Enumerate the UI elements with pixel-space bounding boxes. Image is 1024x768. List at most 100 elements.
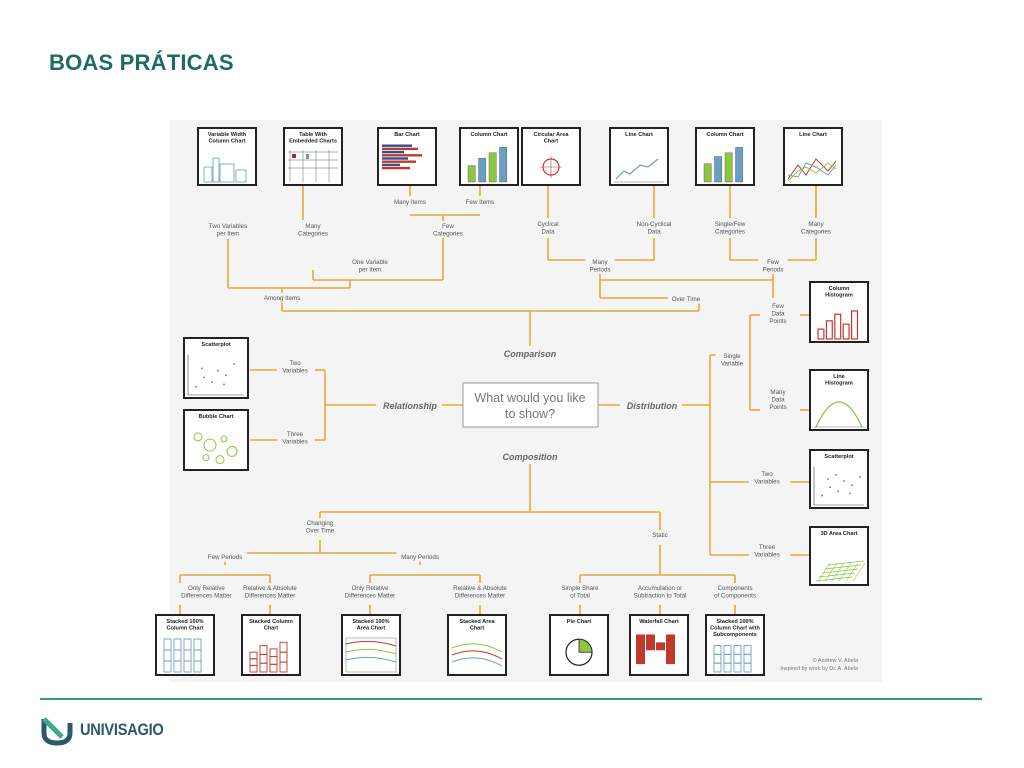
thumb-point	[829, 486, 831, 489]
thumb-line	[818, 572, 856, 578]
label-relative-absolute-b-line: Differences Matter	[455, 593, 505, 600]
thumb-segment	[163, 660, 172, 673]
footer-divider	[40, 698, 982, 700]
thumb-point	[211, 381, 213, 383]
thumb-curve	[345, 640, 397, 647]
chart-bubble-chart-title: Bubble Chart	[198, 414, 233, 420]
label-rel-three-variables-line: Variables	[282, 439, 307, 446]
thumb-bar	[488, 152, 497, 183]
chart-bar-chart-many-items: Bar Chart	[377, 127, 437, 186]
slide-title: BOAS PRÁTICAS	[49, 50, 234, 75]
label-many-periods-line: Periods	[590, 267, 611, 274]
label-one-variable-per-item-line: One Variable	[352, 259, 388, 266]
thumb-segment	[733, 662, 742, 673]
chart-stacked-100-subcomponents-title: Subcomponents	[713, 632, 757, 638]
chart-table-embedded-charts-title: Embedded Charts	[289, 139, 337, 145]
thumb-segment	[713, 662, 722, 673]
chart-bubble-chart: Bubble Chart	[183, 409, 249, 471]
label-only-relative-b-line: Only Relative	[352, 585, 389, 592]
chart-column-histogram-title: Histogram	[825, 293, 853, 299]
chart-variable-width-column-title: Variable Width	[208, 132, 247, 138]
thumb-segment	[259, 662, 268, 673]
thumb-point	[837, 490, 839, 493]
thumb-curve	[451, 650, 503, 660]
thumb-segment	[183, 660, 192, 673]
label-relative-absolute-b-line: Relative & Absolute	[453, 585, 507, 592]
thumb-mark	[306, 154, 309, 159]
thumb-segment	[743, 662, 752, 673]
thumb-line	[845, 562, 859, 582]
label-few-data-points-line: Few	[772, 303, 784, 310]
label-changing-over-time-line: Changing	[307, 520, 334, 527]
thumb-line	[787, 162, 837, 178]
univisagio-logo: UNIVISAGIO	[40, 712, 177, 748]
thumb-bar	[735, 147, 744, 183]
chart-scatterplot-relationship-title: Scatterplot	[201, 342, 230, 348]
chart-column-chart-single-few: Column Chart	[695, 127, 755, 186]
chart-column-chart-few-items-title: Column Chart	[471, 132, 508, 138]
thumb-bubble	[226, 445, 238, 457]
label-among-items-line: Among Items	[264, 295, 300, 302]
univisagio-logo-icon	[41, 717, 73, 746]
chart-stacked-area-title: Chart	[470, 626, 485, 632]
thumb-bubble	[203, 438, 217, 452]
thumb-bar	[499, 147, 508, 183]
chart-stacked-100-subcomponents: Stacked 100%Column Chart withSubcomponen…	[705, 614, 765, 676]
chart-bar-chart-many-items-title: Bar Chart	[394, 132, 420, 138]
chart-line-chart-non-cyclical-title: Line Chart	[625, 132, 653, 138]
label-changing-over-time-line: Over Time	[306, 528, 335, 535]
label-only-relative-a-line: Differences Matter	[181, 593, 231, 600]
label-dist-three-variables-line: Three	[759, 544, 776, 551]
thumb-line	[615, 158, 659, 180]
thumb-point	[201, 367, 203, 370]
chart-waterfall: Waterfall Chart	[629, 614, 689, 676]
center-question-box	[462, 382, 599, 428]
thumb-curve	[345, 648, 397, 655]
thumb-segment	[193, 660, 202, 673]
label-single-few-categories-line: Single/Few	[715, 221, 746, 228]
thumb-bar	[834, 313, 842, 340]
label-cyclical-data-line: Data	[541, 229, 555, 236]
thumb-bar	[467, 165, 476, 183]
thumb-curve	[815, 401, 863, 428]
label-single-few-categories-line: Categories	[715, 229, 745, 236]
label-comp-many-periods: Many Periods	[396, 552, 444, 562]
label-only-relative-a-line: Only Relative	[188, 585, 225, 592]
thumb-point	[225, 374, 227, 377]
thumb-point	[859, 476, 861, 478]
chart-circular-area-title: Circular Area	[534, 132, 570, 138]
label-many-items: Many Items	[390, 197, 430, 207]
label-many-data-points-line: Many	[770, 389, 786, 396]
thumb-bar	[724, 152, 733, 183]
label-rel-two-variables-line: Two	[289, 360, 301, 367]
thumb-line	[827, 560, 865, 566]
label-few-categories-a-line: Few	[442, 223, 454, 230]
thumb-point	[827, 478, 829, 480]
thumb-pie-slice	[578, 638, 593, 653]
chart-line-chart-many-categories: Line Chart	[783, 127, 843, 186]
label-dist-two-variables-line: Two	[761, 471, 773, 478]
label-many-categories-a-line: Many	[305, 223, 321, 230]
thumb-point	[203, 376, 205, 379]
chart-stacked-100-column: Stacked 100%Column Chart	[155, 614, 215, 676]
thumb-bar	[382, 144, 412, 147]
thumb-bar	[703, 163, 712, 183]
thumb-segment	[279, 661, 288, 673]
chart-pie-chart: Pie Chart	[549, 614, 609, 676]
thumb-point	[195, 385, 197, 388]
label-among-items: Among Items	[260, 293, 304, 303]
